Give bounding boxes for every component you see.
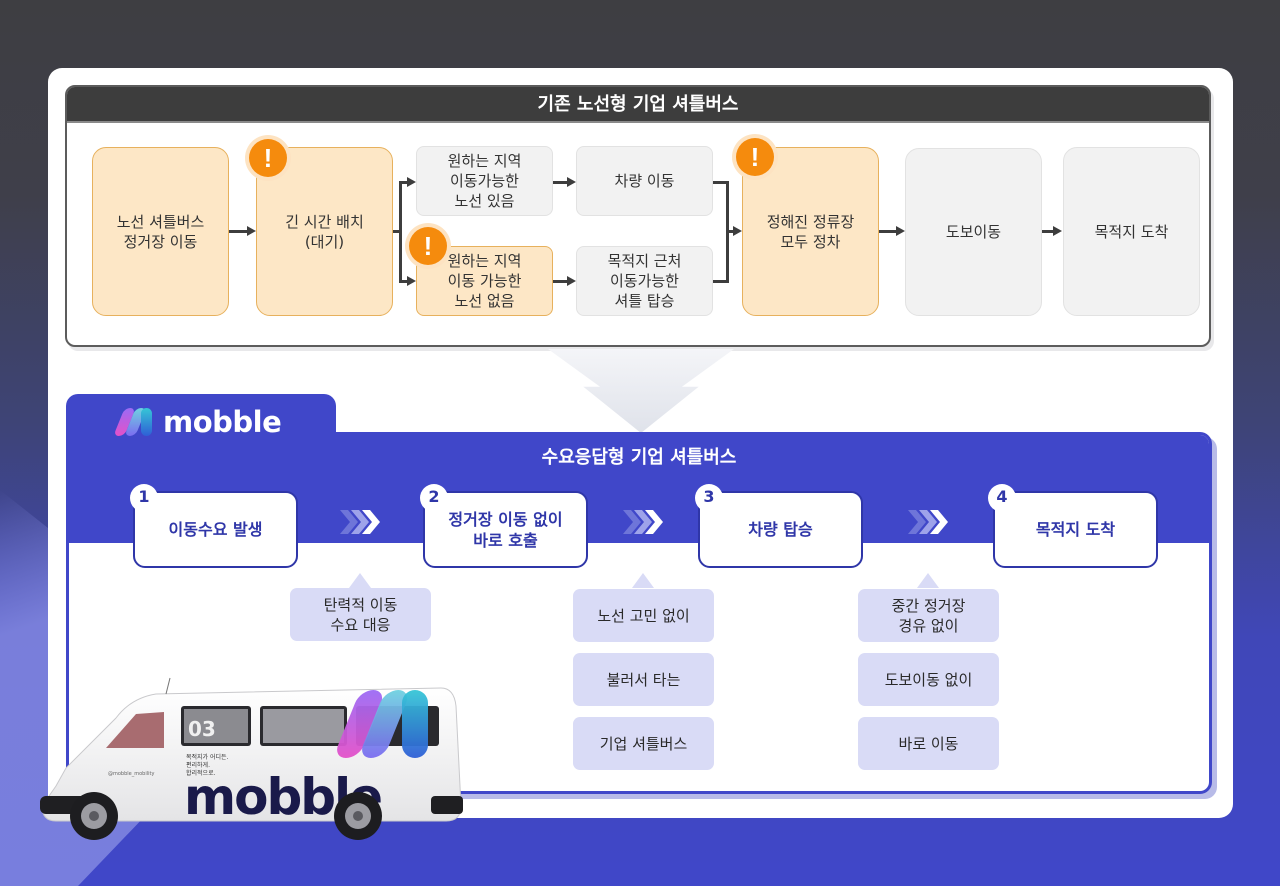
step-number-4: 4	[988, 484, 1016, 512]
warning-icon: !	[409, 227, 447, 265]
arrow-right-icon	[1053, 226, 1062, 236]
warning-icon: !	[736, 138, 774, 176]
connector-line	[713, 181, 728, 184]
benefit-tag: 바로 이동	[858, 717, 999, 770]
connector-line	[553, 280, 569, 283]
arrow-right-icon	[247, 226, 256, 236]
triple-chevron-icon	[340, 510, 380, 534]
connector-line	[399, 280, 409, 283]
step-number-1: 1	[130, 484, 158, 512]
step-card-1: 이동수요 발생	[133, 491, 298, 568]
connector-line	[726, 230, 734, 233]
arrow-right-icon	[567, 276, 576, 286]
tag-pointer	[917, 573, 939, 588]
connector-line	[879, 230, 897, 233]
step-number-2: 2	[420, 484, 448, 512]
arrow-right-icon	[407, 276, 416, 286]
box-nearby-shuttle: 목적지 근처 이동가능한 셔틀 탑승	[576, 246, 713, 316]
svg-text:목적지가 어디든. 편리하게. 합리적으로.: 목적지가 어디든. 편리하게. 합리적으로.	[186, 753, 230, 777]
triple-chevron-icon	[908, 510, 948, 534]
triple-chevron-icon	[623, 510, 663, 534]
connector-line	[393, 230, 401, 233]
van-handle: @mobble_mobility	[108, 771, 154, 777]
tag-pointer	[349, 573, 371, 588]
benefit-tag: 불러서 타는	[573, 653, 714, 706]
arrow-right-icon	[733, 226, 742, 236]
mobble-panel-title: 수요응답형 기업 셔틀버스	[541, 447, 737, 468]
warning-icon: !	[249, 139, 287, 177]
connector-line	[1042, 230, 1054, 233]
benefit-tag: 노선 고민 없이	[573, 589, 714, 642]
step-card-2: 정거장 이동 없이 바로 호출	[423, 491, 588, 568]
step-number-3: 3	[695, 484, 723, 512]
box-long-wait: 긴 시간 배치 (대기)	[256, 147, 393, 316]
connector-line	[229, 230, 249, 233]
benefit-tag: 기업 셔틀버스	[573, 717, 714, 770]
legacy-panel-title: 기존 노선형 기업 셔틀버스	[67, 87, 1209, 123]
mobble-logo-mark-icon	[113, 407, 155, 437]
arrow-right-icon	[896, 226, 905, 236]
connector-line	[399, 181, 402, 283]
connector-line	[399, 181, 409, 184]
box-move-to-stop: 노선 셔틀버스 정거장 이동	[92, 147, 229, 316]
connector-line	[713, 280, 728, 283]
connector-line	[553, 181, 569, 184]
step-card-3: 차량 탑승	[698, 491, 863, 568]
mobble-logo: mobble	[113, 404, 282, 440]
arrow-right-icon	[407, 177, 416, 187]
box-arrive: 목적지 도착	[1063, 147, 1200, 316]
tag-pointer	[632, 573, 654, 588]
brand-name: mobble	[163, 405, 282, 439]
arrow-right-icon	[567, 177, 576, 187]
step-card-4: 목적지 도착	[993, 491, 1158, 568]
box-walk: 도보이동	[905, 148, 1042, 316]
box-all-stops: 정해진 정류장 모두 정차	[742, 147, 879, 316]
benefit-tag: 도보이동 없이	[858, 653, 999, 706]
benefit-tag: 탄력적 이동 수요 대응	[290, 588, 431, 641]
van-number: 03	[188, 717, 216, 741]
mobble-van-illustration: 03 목적지가 어디든. 편리하게. 합리적으로. @mobble_mobili…	[40, 677, 463, 840]
benefit-tag: 중간 정거장 경유 없이	[858, 589, 999, 642]
box-vehicle-move: 차량 이동	[576, 146, 713, 216]
box-route-exists: 원하는 지역 이동가능한 노선 있음	[416, 146, 553, 216]
